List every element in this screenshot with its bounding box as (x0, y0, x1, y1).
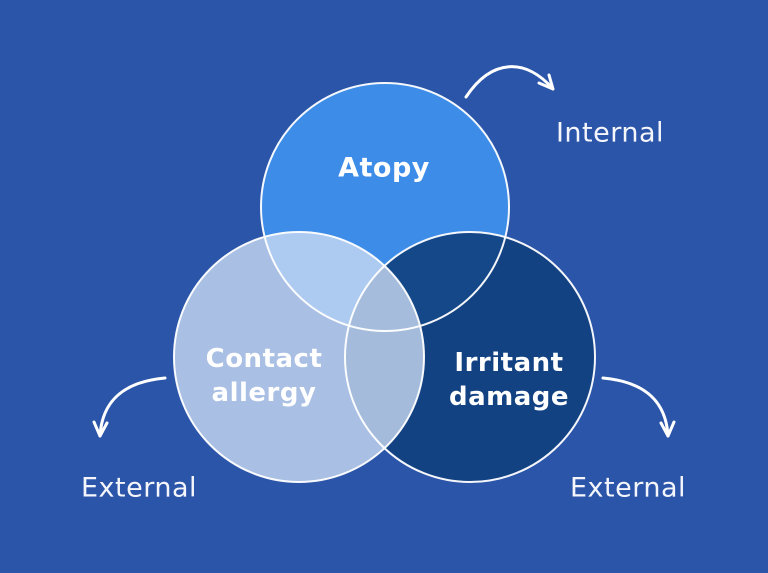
irritant-damage-label-line2: damage (448, 382, 570, 412)
internal-annotation: Internal (555, 117, 665, 149)
atopy-circle-outline (260, 82, 510, 332)
internal-arrow (464, 65, 555, 99)
irritant-damage-label: Irritant damage (449, 347, 569, 415)
external-left-annotation: External (80, 472, 198, 504)
irritant-damage-circle-outline (344, 231, 596, 483)
contact-allergy-circle-outline (173, 231, 425, 483)
arrows (92, 65, 676, 438)
circle-outlines (173, 82, 596, 483)
external-right-arrow (601, 376, 676, 438)
contact-allergy-label-line2: allergy (211, 378, 317, 408)
contact-allergy-label-line1: Contact (205, 344, 323, 375)
atopy-label: Atopy (338, 152, 430, 184)
circle-fills (174, 83, 595, 482)
external-left-arrow (92, 376, 167, 438)
contact-allergy-label: Contact allergy (206, 343, 323, 411)
irritant-damage-label-line1: Irritant (454, 348, 564, 379)
external-right-annotation: External (569, 472, 687, 504)
